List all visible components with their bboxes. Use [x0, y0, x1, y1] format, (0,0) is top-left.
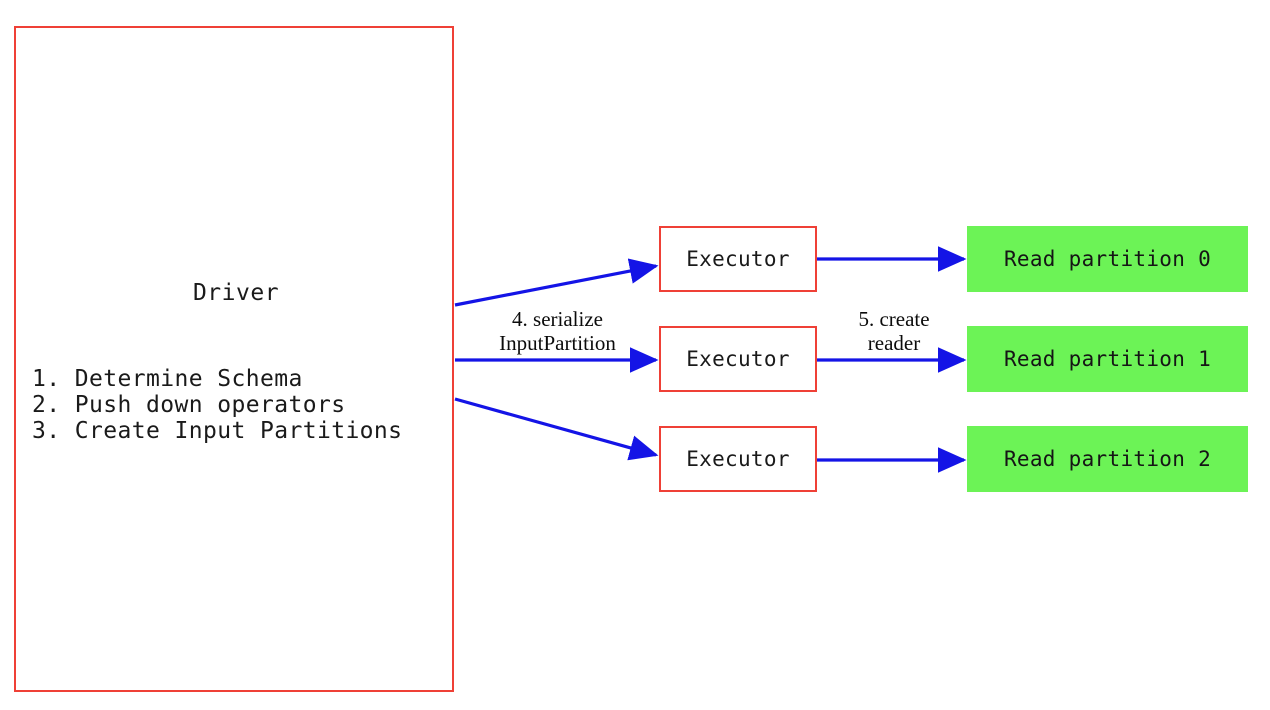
executor-label-2: Executor — [686, 447, 790, 471]
read-partition-label-1: Read partition 1 — [1003, 347, 1212, 371]
read-partition-box-0: Read partition 0 — [967, 226, 1248, 292]
read-partition-label-2: Read partition 2 — [1003, 447, 1212, 471]
executor-box-2: Executor — [659, 426, 817, 492]
driver-step-1: 1. Determine Schema — [32, 366, 303, 392]
driver-title: Driver — [192, 280, 280, 306]
read-partition-box-1: Read partition 1 — [967, 326, 1248, 392]
read-partition-label-0: Read partition 0 — [1003, 247, 1212, 271]
driver-box: Driver 1. Determine Schema 2. Push down … — [14, 26, 454, 692]
executor-box-0: Executor — [659, 226, 817, 292]
arrow-driver-to-executor-0 — [454, 258, 659, 307]
arrow-driver-to-executor-2 — [454, 397, 659, 461]
executor-label-1: Executor — [686, 347, 790, 371]
driver-steps-list: 1. Determine Schema 2. Push down operato… — [32, 366, 456, 444]
driver-step-3: 3. Create Input Partitions — [32, 418, 403, 444]
executor-label-0: Executor — [686, 247, 790, 271]
driver-step-2: 2. Push down operators — [32, 392, 346, 418]
read-partition-box-2: Read partition 2 — [967, 426, 1248, 492]
executor-box-1: Executor — [659, 326, 817, 392]
